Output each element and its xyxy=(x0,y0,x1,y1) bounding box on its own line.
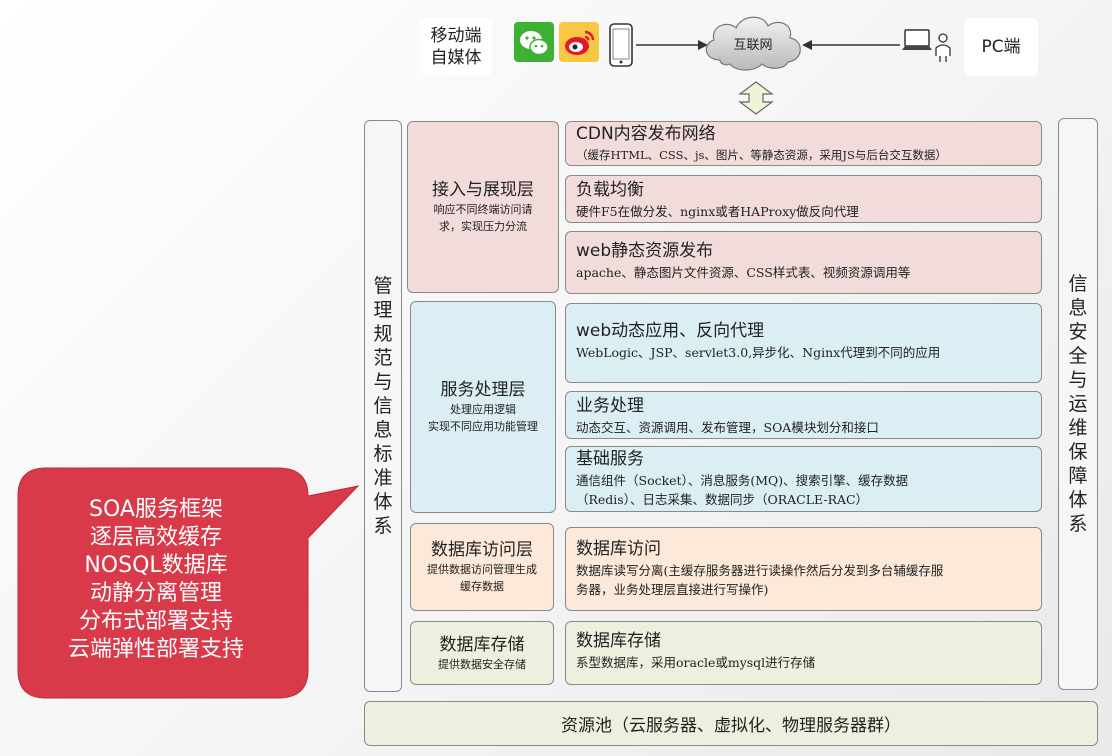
item-database-access: 数据库访问 数据库读写分离(主缓存服务器进行读操作然后分发到多台辅缓存服 务器，… xyxy=(565,527,1042,611)
layer-database-access: 数据库访问层 提供数据访问管理生成 缓存数据 xyxy=(410,523,554,611)
callout-item: 动静分离管理 xyxy=(89,581,222,606)
laptop-user-icon xyxy=(902,26,954,64)
weibo-icon xyxy=(559,22,599,62)
pc-to-internet-arrow xyxy=(802,40,900,50)
item-business-processing: 业务处理 动态交互、资源调用、发布管理，SOA模块划分和接口 xyxy=(565,391,1042,439)
callout-item: 分布式部署支持 xyxy=(78,609,233,634)
callout-item: NOSQL数据库 xyxy=(84,553,228,578)
item-load-balancing: 负载均衡 硬件F5在做分发、nginx或者HAProxy做反向代理 xyxy=(565,175,1042,223)
phone-to-internet-arrow xyxy=(636,40,708,50)
layer-service-processing: 服务处理层 处理应用逻辑 实现不同应用功能管理 xyxy=(410,301,556,513)
wechat-icon xyxy=(514,22,554,62)
cloud-icon xyxy=(705,16,801,71)
callout-shape xyxy=(17,467,360,699)
item-foundation-services: 基础服务 通信组件（Socket）、消息服务(MQ)、搜索引擎、缓存数据 （Re… xyxy=(565,446,1042,512)
resource-pool: 资源池（云服务器、虚拟化、物理服务器群） xyxy=(364,701,1098,746)
layer-database-storage: 数据库存储 提供数据安全存储 xyxy=(410,621,554,685)
pc-label: PC端 xyxy=(964,18,1038,76)
double-arrow-icon xyxy=(738,81,774,115)
internet-cloud: 互联网 xyxy=(698,10,808,74)
callout-item: SOA服务框架 xyxy=(89,497,223,522)
item-database-storage: 数据库存储 系型数据库，采用oracle或mysql进行存储 xyxy=(565,621,1042,685)
callout-item: 逐层高效缓存 xyxy=(89,525,222,550)
management-standards-bar: 管理规范与信息标准体系 xyxy=(364,120,402,692)
item-dynamic-proxy: web动态应用、反向代理 WebLogic、JSP、servlet3.0,异步化… xyxy=(565,303,1042,383)
callout-item: 云端弹性部署支持 xyxy=(67,637,244,662)
callout-features: SOA服务框架 逐层高效缓存 NOSQL数据库 动静分离管理 分布式部署支持 云… xyxy=(20,496,292,664)
smartphone-icon xyxy=(608,22,634,68)
mobile-label: 移动端 自媒体 xyxy=(420,18,492,76)
item-static-resources: web静态资源发布 apache、静态图片文件资源、CSS样式表、视频资源调用等 xyxy=(565,231,1042,294)
layer-access-presentation: 接入与展现层 响应不同终端访问请 求，实现压力分流 xyxy=(407,121,559,293)
security-operations-bar: 信息安全与运维保障体系 xyxy=(1058,118,1098,690)
item-cdn: CDN内容发布网络 （缓存HTML、CSS、js、图片、等静态资源，采用JS与后… xyxy=(565,121,1042,166)
